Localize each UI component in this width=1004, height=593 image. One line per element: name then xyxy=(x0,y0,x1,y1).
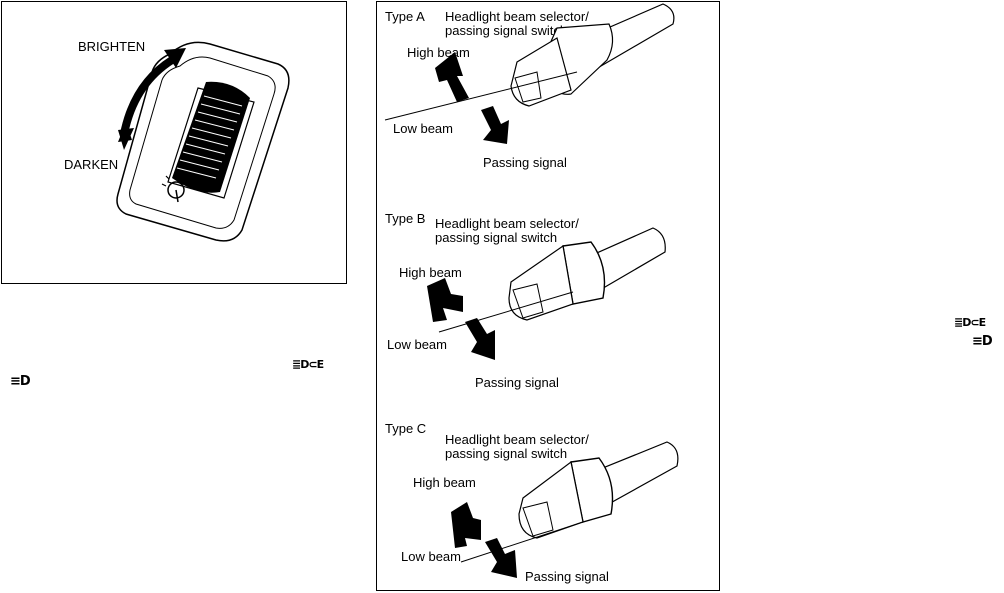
darken-label: DARKEN xyxy=(64,157,119,172)
panel-c-low-beam: Low beam xyxy=(401,549,461,564)
panel-c-caption-2: passing signal switch xyxy=(445,446,568,461)
panel-a-type: Type A xyxy=(385,9,425,24)
panel-a-low-beam: Low beam xyxy=(393,121,453,136)
panel-b-caption-1: Headlight beam selector/ xyxy=(435,216,579,231)
headlight-low-beam-icon-right: ≣D⊂E xyxy=(954,316,986,329)
panel-c-high-beam: High beam xyxy=(413,475,476,490)
brighten-label: BRIGHTEN xyxy=(78,39,146,54)
panel-b-type: Type B xyxy=(385,211,426,226)
panel-b-caption-2: passing signal switch xyxy=(435,230,558,245)
panel-c-type: Type C xyxy=(385,421,427,436)
panel-c-passing-signal: Passing signal xyxy=(525,569,609,584)
headlight-high-beam-icon: ≡D xyxy=(10,374,31,389)
panel-b-stalk-illustration xyxy=(427,227,666,360)
panel-a-stalk-illustration xyxy=(384,3,675,144)
panel-a-caption-1: Headlight beam selector/ xyxy=(445,9,589,24)
panel-b-passing-signal: Passing signal xyxy=(475,375,559,390)
headlight-low-beam-icon: ≣D⊂E xyxy=(292,358,324,371)
beam-selector-figure: Type A Headlight beam selector/ passing … xyxy=(376,1,720,591)
panel-a-caption-2: passing signal switch xyxy=(445,23,568,38)
panel-c-stalk-illustration xyxy=(451,441,679,578)
panel-b-high-beam: High beam xyxy=(399,265,462,280)
brightness-dial-illustration xyxy=(116,41,290,242)
headlight-high-beam-icon-right: ≡D xyxy=(972,334,993,349)
panel-c-caption-1: Headlight beam selector/ xyxy=(445,432,589,447)
panel-a-passing-signal: Passing signal xyxy=(483,155,567,170)
brightness-control-figure: BRIGHTEN DARKEN xyxy=(1,1,347,284)
panel-b-low-beam: Low beam xyxy=(387,337,447,352)
